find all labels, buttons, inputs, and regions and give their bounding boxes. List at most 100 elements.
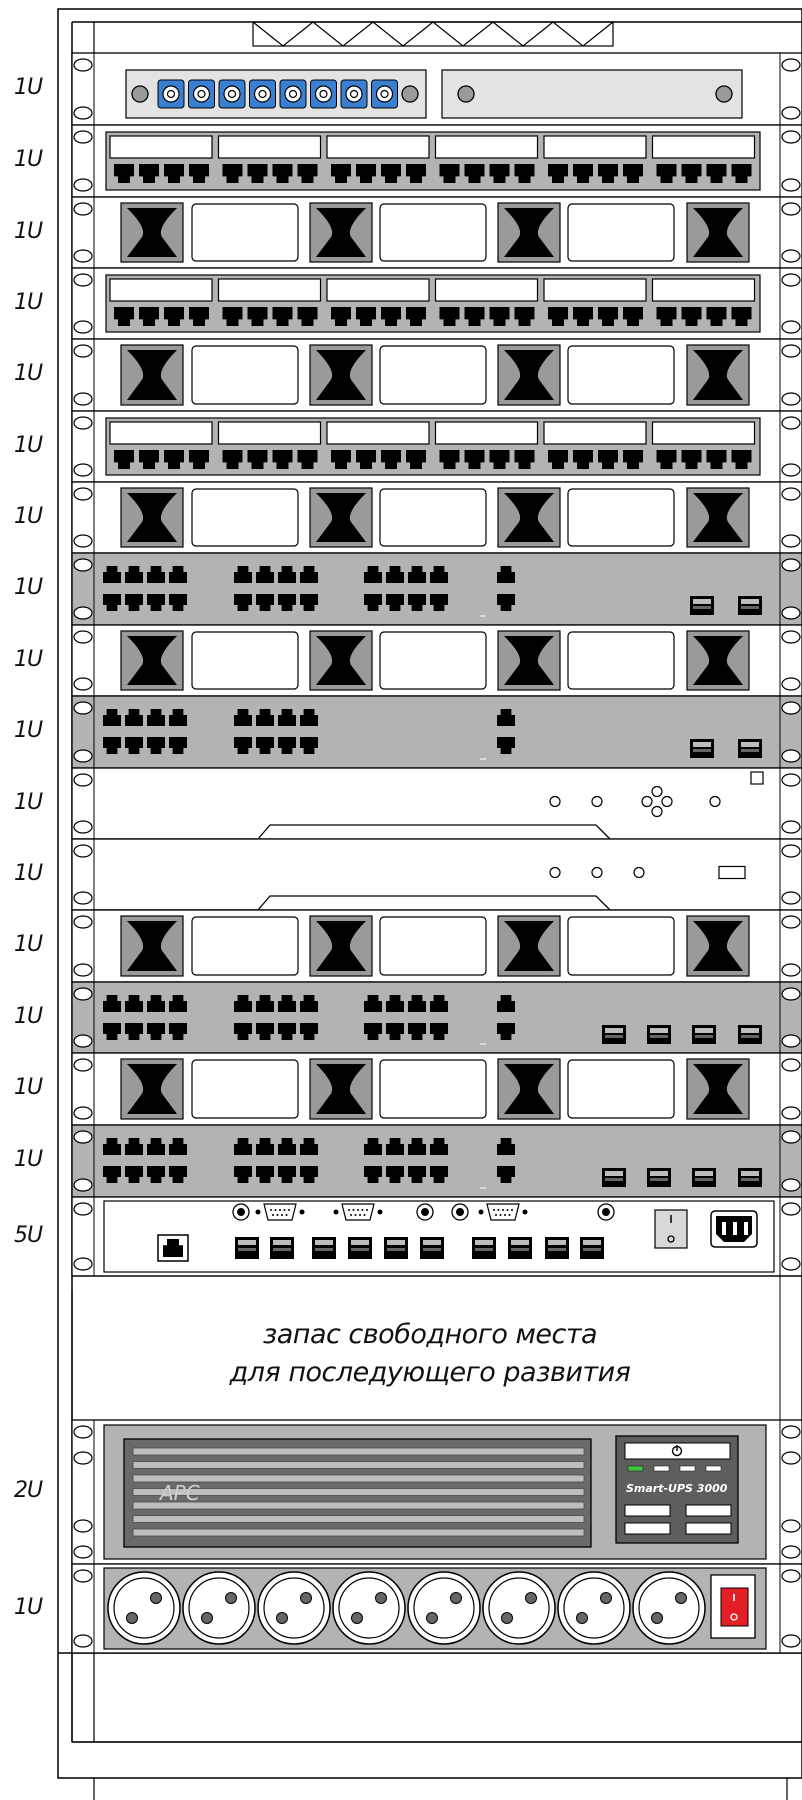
rj45-port-icon: [406, 450, 426, 469]
rj45-port-icon: [464, 307, 485, 326]
rj45-port-icon: [386, 594, 404, 611]
rj45-port-icon: [381, 164, 401, 183]
cable-ring: [316, 350, 366, 400]
rj45-port-icon: [681, 307, 702, 326]
sfp-port-slot: [605, 1035, 623, 1038]
mount-hole: [73, 1634, 93, 1648]
mount-hole: [781, 963, 801, 977]
nav-button: [661, 795, 673, 808]
sfp-port-icon: [647, 1168, 671, 1187]
status-led: [549, 866, 561, 879]
unit-label: 5U: [14, 1222, 43, 1248]
cable-ring: [316, 636, 366, 685]
port-label-strip: [109, 421, 213, 445]
serial-pin: [495, 1214, 497, 1216]
cable-ring: [127, 1064, 177, 1114]
mount-hole: [73, 1106, 93, 1120]
mount-hole: [781, 558, 801, 572]
port-label-strip: [326, 278, 430, 302]
socket-pin-hole: [225, 1592, 237, 1604]
sfp-port-slot: [511, 1248, 529, 1251]
rj45-port-icon: [548, 307, 568, 326]
cable-ring: [127, 208, 177, 257]
rj45-port-icon: [514, 450, 535, 469]
reserve-note-line2: для последующего развития: [229, 1357, 631, 1388]
cable-ring: [504, 921, 554, 971]
mount-hole: [73, 701, 93, 715]
mount-hole: [73, 820, 93, 834]
schuko-socket-inner: [113, 1577, 175, 1639]
unit-label: 1U: [14, 718, 43, 743]
ups-model-label: Smart-UPS 3000: [626, 1482, 728, 1495]
cable-ring: [127, 636, 177, 685]
mount-hole: [781, 891, 801, 905]
cable-window: [191, 203, 299, 262]
cable-window: [567, 1059, 675, 1119]
fiber-adapter-core: [166, 89, 176, 99]
cable-ring: [693, 636, 743, 685]
sfp-port-slot: [238, 1240, 256, 1245]
network-switch: [71, 981, 802, 1054]
rj45-port-icon: [103, 1166, 121, 1183]
rj45-port-icon: [731, 164, 752, 183]
rj45-port-icon: [247, 164, 268, 183]
rj45-port-icon: [406, 164, 426, 183]
mount-hole: [781, 130, 801, 144]
rj45-port-icon: [386, 995, 404, 1012]
rj45-port-icon: [408, 1023, 426, 1040]
rj45-port-icon: [430, 566, 448, 583]
mount-hole: [73, 1034, 93, 1048]
sfp-port-icon: [692, 1025, 716, 1044]
rj45-port-icon: [278, 566, 296, 583]
ups-led: [653, 1465, 670, 1472]
sfp-port-slot: [315, 1248, 333, 1251]
sfp-port-slot: [693, 749, 711, 752]
unit-label: 1U: [14, 1075, 43, 1100]
cable-window: [379, 345, 487, 405]
rj45-port-icon: [278, 737, 296, 754]
sfp-port-icon: [738, 596, 762, 615]
socket-pin-hole: [300, 1592, 312, 1604]
sfp-port-slot: [741, 1035, 759, 1038]
reserve-space: [72, 1275, 802, 1420]
rj45-port-icon: [222, 450, 243, 469]
port-label-strip: [543, 135, 647, 159]
copper-patch-panel: [71, 124, 802, 198]
sfp-port-slot: [693, 599, 711, 604]
sfp-port-slot: [605, 1028, 623, 1033]
rj45-port-icon: [272, 164, 293, 183]
unit-label: 1U: [14, 432, 43, 458]
rj45-port-icon: [278, 1023, 296, 1040]
rj45-port-icon: [247, 450, 268, 469]
mount-hole: [781, 106, 801, 120]
rj45-port-icon: [706, 164, 727, 183]
ups-button: [624, 1522, 671, 1535]
rj45-port-icon: [256, 566, 274, 583]
rj45-port-icon: [331, 307, 351, 326]
cable-ring: [316, 1064, 366, 1114]
socket-pin-hole: [426, 1612, 438, 1624]
rj45-port-icon: [356, 450, 376, 469]
rj45-port-icon: [439, 450, 460, 469]
cable-window: [567, 488, 675, 547]
rj45-port-icon: [125, 737, 143, 754]
fiber-cassette-right: [441, 69, 743, 119]
socket-pin-hole: [450, 1592, 462, 1604]
mount-hole: [781, 463, 801, 477]
sfp-port-slot: [650, 1035, 668, 1038]
rj45-port-icon: [272, 450, 293, 469]
sfp-port-slot: [650, 1171, 668, 1176]
rj45-port-icon: [234, 566, 252, 583]
rj45-port-icon: [147, 1138, 165, 1155]
rj45-port-icon: [103, 1138, 121, 1155]
unit-label: 1U: [14, 361, 43, 386]
rj45-port-icon: [364, 566, 382, 583]
cable-ring: [693, 493, 743, 542]
rj45-port-icon: [169, 1023, 187, 1040]
rj45-port-icon: [364, 594, 382, 611]
rj45-port-icon: [234, 709, 252, 726]
serial-pin: [504, 1214, 506, 1216]
rj45-port-icon: [169, 594, 187, 611]
rj45-port-icon: [573, 164, 593, 183]
sfp-port-slot: [423, 1248, 441, 1251]
